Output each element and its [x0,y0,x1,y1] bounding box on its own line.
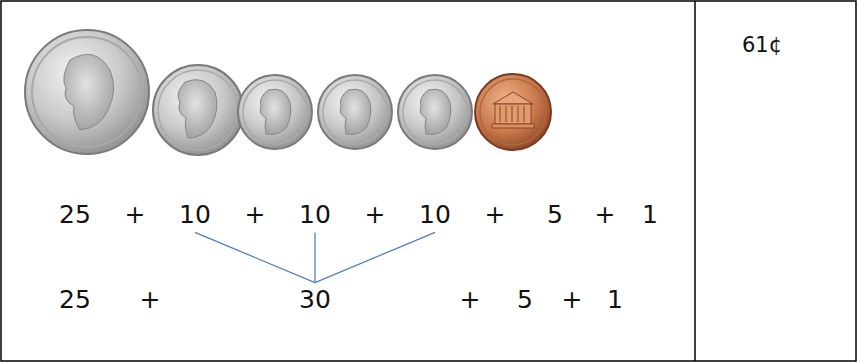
grouping-line [314,232,315,282]
dime-coin [238,75,312,149]
dime-coin [318,75,392,149]
coin-value: 5 [547,201,563,230]
coin-value: 25 [59,286,91,315]
plus-sign: + [245,201,266,230]
dime-coin [398,75,472,149]
plus-sign: + [562,286,583,315]
number-text: 10 [177,201,213,230]
coin-value-term: 10 [177,201,213,230]
coin-value-term: 10 [297,201,333,230]
number-text: 10 [417,201,453,230]
plus-sign: + [365,201,386,230]
quarter-coin [25,30,149,154]
coin-value: 5 [517,286,533,315]
number-text: 30 [297,286,333,315]
plus-sign: + [460,286,481,315]
coin-value-term: 10 [417,201,453,230]
cell-divider [694,1,696,361]
nickel-coin [153,65,243,155]
coin-value: 25 [59,201,91,230]
coin-value: 1 [607,286,623,315]
penny-coin [475,74,551,150]
coin-value: 1 [642,201,658,230]
plus-sign: + [595,201,616,230]
coin-value-term: 30 [297,286,333,315]
plus-sign: + [125,201,146,230]
plus-sign: + [140,286,161,315]
number-text: 10 [297,201,333,230]
plus-sign: + [485,201,506,230]
grouping-line [195,232,315,282]
grouping-line [315,232,435,282]
total-amount: 61¢ [742,33,782,57]
